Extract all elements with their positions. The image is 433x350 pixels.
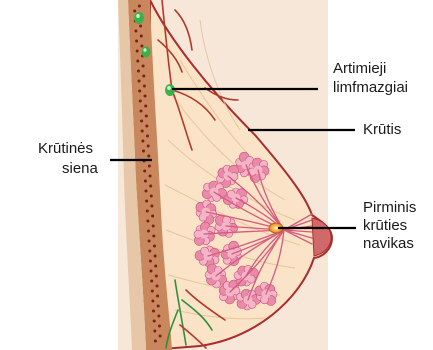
muscle-dot <box>139 25 142 28</box>
muscle-dot <box>136 60 139 63</box>
muscle-dot <box>153 320 156 323</box>
muscle-dot <box>145 200 148 203</box>
muscle-dot <box>150 270 153 273</box>
muscle-dot <box>152 310 155 313</box>
muscle-dot <box>156 295 159 298</box>
muscle-dot <box>145 115 148 118</box>
muscle-dot <box>143 170 146 173</box>
muscle-dot <box>144 95 147 98</box>
muscle-dot <box>141 140 144 143</box>
muscle-dot <box>151 290 154 293</box>
muscle-dot <box>145 125 148 128</box>
lymph-node <box>134 12 144 24</box>
muscle-dot <box>156 285 159 288</box>
muscle-dot <box>152 225 155 228</box>
muscle-dot <box>154 255 157 258</box>
muscle-dot <box>149 260 152 263</box>
label-breast: Krūtis <box>363 121 401 138</box>
muscle-dot <box>151 300 154 303</box>
muscle-dot <box>136 50 139 53</box>
muscle-dot <box>142 75 145 78</box>
muscle-dot <box>154 340 157 343</box>
muscle-dot <box>154 265 157 268</box>
muscle-dot <box>155 275 158 278</box>
muscle-dot <box>138 90 141 93</box>
muscle-dot <box>146 135 149 138</box>
muscle-dot <box>148 240 151 243</box>
muscle-dot <box>148 165 151 168</box>
muscle-dot <box>149 175 152 178</box>
lymph-node <box>142 47 151 58</box>
muscle-dot <box>137 70 140 73</box>
muscle-dot <box>145 190 148 193</box>
muscle-dot <box>139 100 142 103</box>
muscle-dot <box>140 110 143 113</box>
muscle-dot <box>157 315 160 318</box>
muscle-dot <box>150 205 153 208</box>
muscle-dot <box>149 185 152 188</box>
muscle-dot <box>146 220 149 223</box>
muscle-dot <box>152 235 155 238</box>
muscle-dot <box>140 35 143 38</box>
muscle-dot <box>148 250 151 253</box>
muscle-dot <box>133 10 136 13</box>
muscle-dot <box>142 150 145 153</box>
muscle-dot <box>151 215 154 218</box>
muscle-dot <box>153 245 156 248</box>
muscle-dot <box>140 120 143 123</box>
muscle-dot <box>143 85 146 88</box>
muscle-dot <box>144 105 147 108</box>
muscle-dot <box>159 335 162 338</box>
muscle-dot <box>158 325 161 328</box>
muscle-dot <box>146 210 149 213</box>
muscle-dot <box>147 155 150 158</box>
muscle-dot <box>150 280 153 283</box>
muscle-dot <box>147 230 150 233</box>
muscle-dot <box>150 195 153 198</box>
muscle-dot <box>134 30 137 33</box>
muscle-dot <box>140 45 143 48</box>
muscle-dot <box>142 65 145 68</box>
muscle-dot <box>135 40 138 43</box>
muscle-dot <box>144 180 147 183</box>
muscle-dot <box>153 330 156 333</box>
muscle-dot <box>147 145 150 148</box>
muscle-dot <box>138 80 141 83</box>
muscle-dot <box>138 5 141 8</box>
muscle-dot <box>157 305 160 308</box>
muscle-dot <box>141 130 144 133</box>
